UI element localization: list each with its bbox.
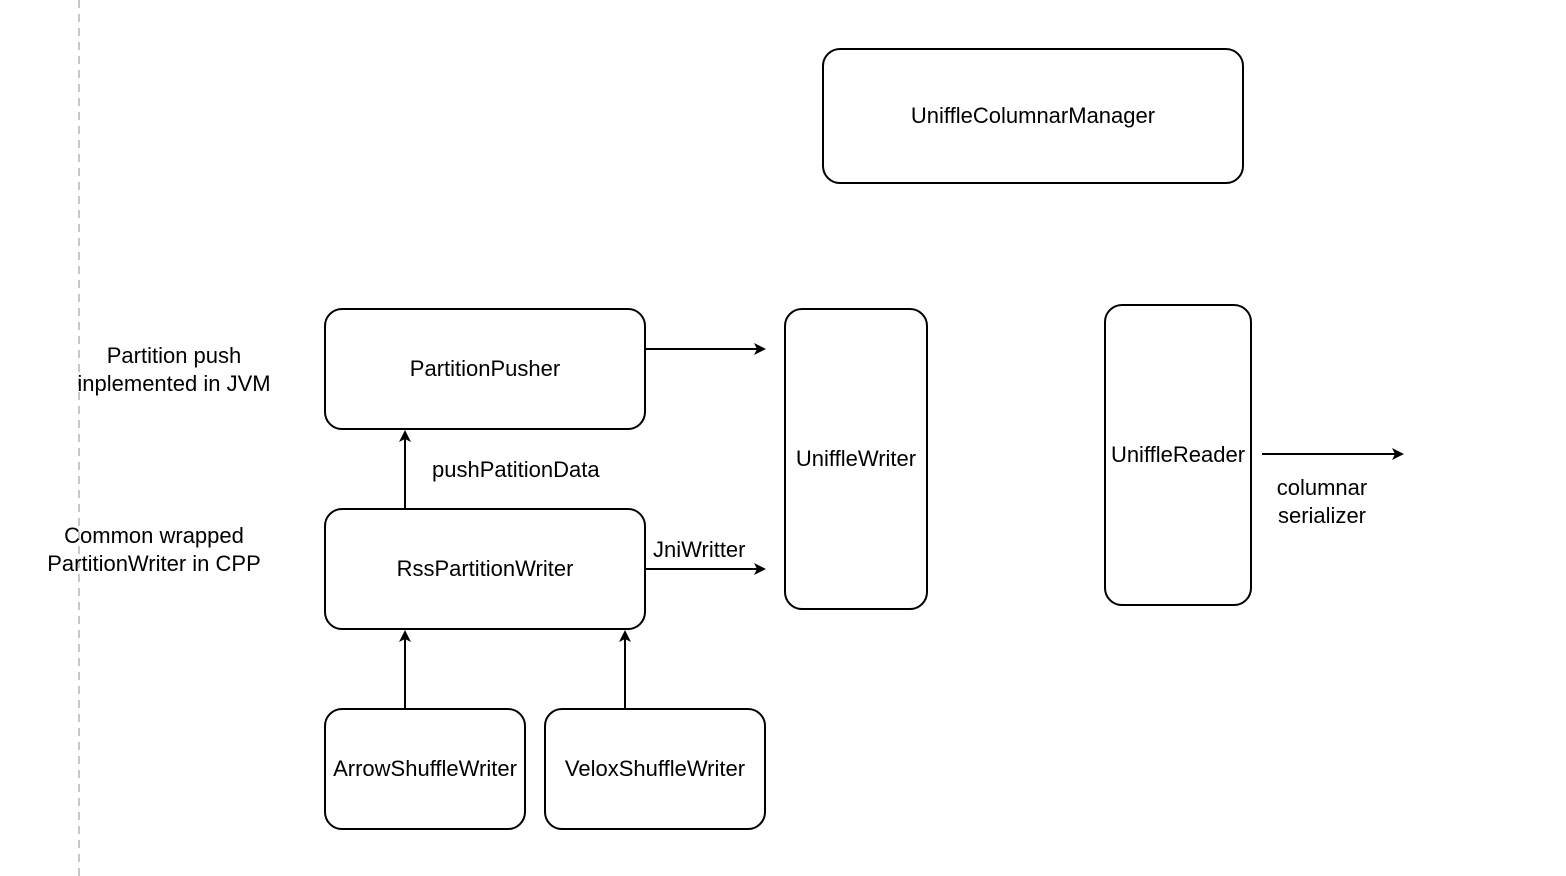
- common-wrapped-annotation: Common wrapped PartitionWriter in CPP: [47, 523, 261, 576]
- arrow-shuffle-writer-node: ArrowShuffleWriter: [324, 708, 526, 830]
- columnar-serializer-label: columnar serializer: [1276, 475, 1368, 528]
- rss-partition-writer-node: RssPartitionWriter: [324, 508, 646, 630]
- velox-shuffle-writer-node: VeloxShuffleWriter: [544, 708, 766, 830]
- jni-writter-label: JniWritter: [653, 537, 746, 562]
- uniffle-writer-node: UniffleWriter: [784, 308, 928, 610]
- partition-pusher-node: PartitionPusher: [324, 308, 646, 430]
- uniffle-columnar-manager-node: UniffleColumnarManager: [822, 48, 1244, 184]
- push-partition-data-label: pushPatitionData: [432, 457, 600, 482]
- partition-push-annotation: Partition push inplemented in JVM: [77, 343, 271, 396]
- uniffle-reader-node: UniffleReader: [1104, 304, 1252, 606]
